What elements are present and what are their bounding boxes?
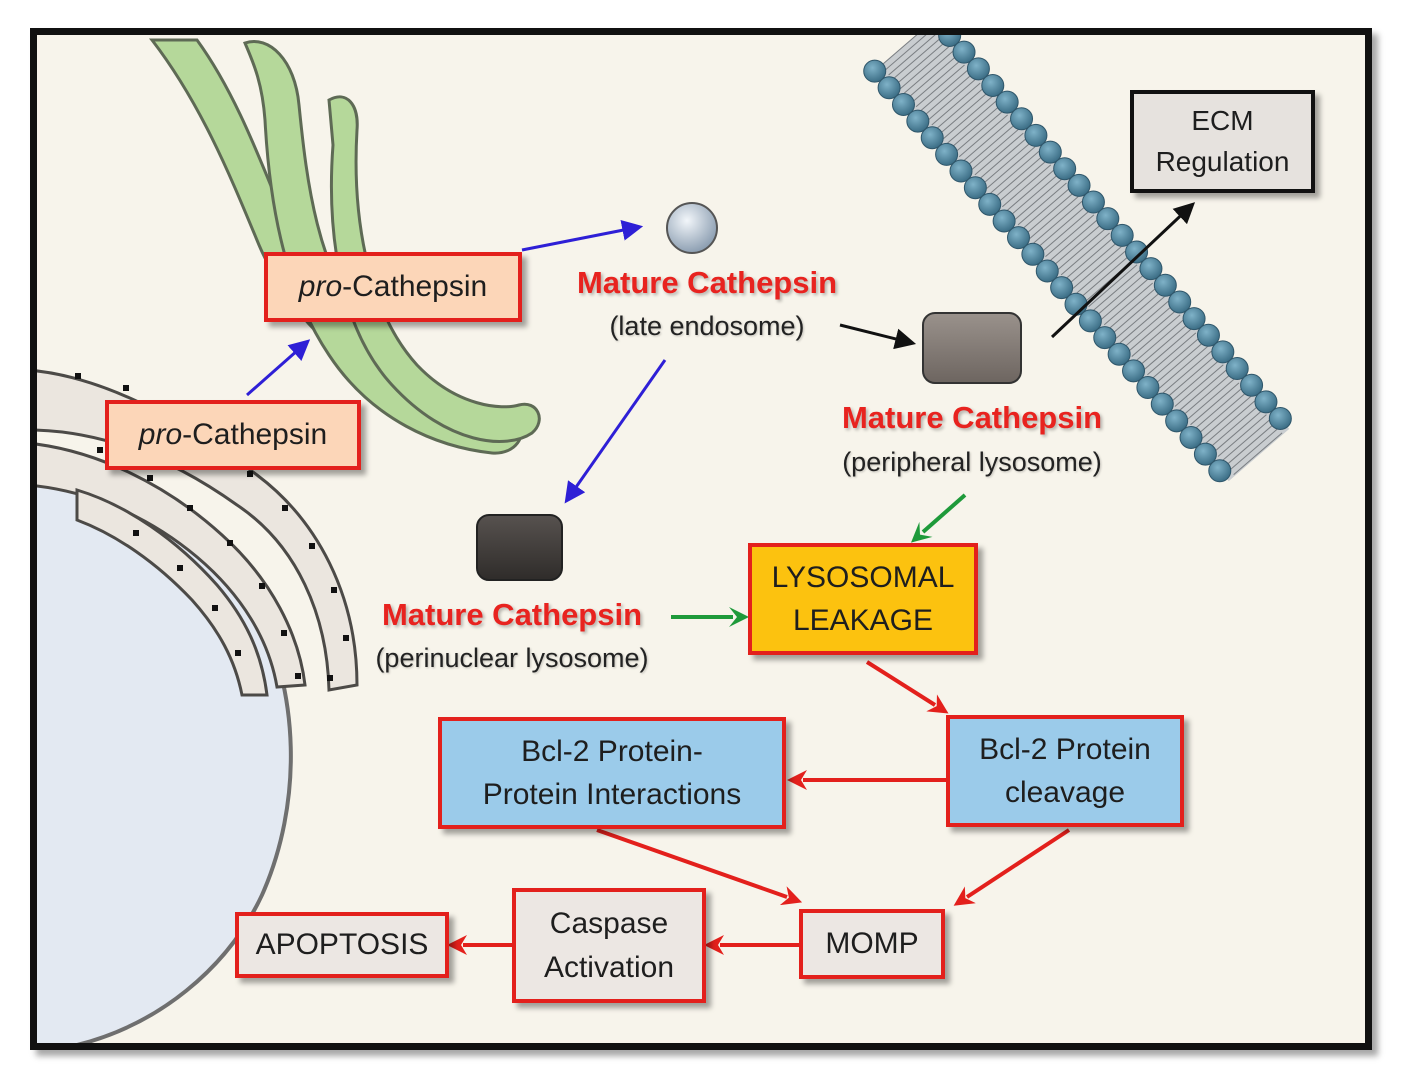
lipid-head — [966, 57, 990, 81]
peripheral-lysosome-label: (peripheral lysosome) — [842, 447, 1102, 477]
lysosomal-leakage-box: LYSOSOMAL LEAKAGE — [748, 543, 978, 655]
bcl2-ppi-line-2: Protein Interactions — [482, 778, 742, 811]
lipid-head — [952, 40, 976, 64]
lipid-head — [1010, 107, 1034, 131]
lipid-head — [1193, 442, 1217, 466]
lipid-head — [981, 73, 1005, 97]
diagram-frame: pro-Cathepsin pro-Cathepsin Mature Cathe… — [30, 28, 1372, 1050]
perinuclear-lysosome-label: (perinuclear lysosome) — [375, 643, 649, 673]
lipid-head — [1081, 190, 1105, 214]
arrow-to-ecm — [1050, 202, 1196, 339]
bcl2-cleavage-line-2: cleavage — [1004, 776, 1126, 809]
lipid-head — [1093, 326, 1117, 350]
lipid-head — [1139, 257, 1163, 281]
arrow-peripheral-to-leakage — [910, 493, 967, 543]
lipid-head — [1165, 409, 1189, 433]
pro-cathepsin-box-er: pro-Cathepsin — [105, 400, 361, 470]
arrow-leakage-to-cleavage — [865, 660, 949, 714]
lipid-head — [1179, 425, 1203, 449]
lipid-head — [992, 209, 1016, 233]
lipid-head — [1268, 407, 1292, 431]
mature-cathepsin-late-endosome-label: Mature Cathepsin — [576, 265, 838, 300]
bcl2-cleavage-line-1: Bcl-2 Protein — [979, 732, 1151, 766]
lipid-head — [1024, 123, 1048, 147]
arrow-pro-to-pro — [246, 339, 311, 397]
mature-cathepsin-peripheral-label: Mature Cathepsin — [841, 400, 1103, 435]
lipid-head — [1110, 223, 1134, 247]
lipid-head — [1122, 359, 1146, 383]
perinuclear-lysosome — [476, 514, 563, 581]
lipid-head — [863, 59, 887, 83]
caspase-line-1: Caspase — [549, 907, 669, 940]
lipid-head — [1078, 309, 1102, 333]
lipid-head — [1038, 140, 1062, 164]
plasma-membrane — [863, 35, 1292, 483]
mature-cathepsin-perinuclear-label: Mature Cathepsin — [381, 597, 643, 632]
pro-cathepsin-box-golgi: pro-Cathepsin — [264, 252, 522, 322]
lipid-head — [1067, 173, 1091, 197]
arrow-endosome-to-peripheral — [839, 323, 917, 350]
lipid-head — [1211, 340, 1235, 364]
lipid-head — [1225, 357, 1249, 381]
ecm-line-2: Regulation — [1155, 145, 1290, 177]
arrow-ppi-to-momp — [596, 828, 803, 906]
leakage-line-1: LYSOSOMAL — [771, 560, 955, 594]
arrow-endosome-to-perinuclear — [564, 359, 667, 504]
momp-box: MOMP — [799, 909, 945, 979]
momp-label: MOMP — [825, 927, 919, 961]
lipid-head — [1208, 459, 1232, 483]
lipid-head — [891, 92, 915, 116]
pro-cathepsin-label: pro-Cathepsin — [139, 413, 327, 457]
lipid-head — [1035, 259, 1059, 283]
apoptosis-label: APOPTOSIS — [255, 928, 429, 962]
caspase-activation-box: Caspase Activation — [512, 888, 706, 1003]
lipid-head — [1168, 290, 1192, 314]
lipid-head — [906, 109, 930, 133]
lipid-head — [1006, 226, 1030, 250]
lipid-head — [1107, 342, 1131, 366]
ecm-regulation-box: ECM Regulation — [1130, 90, 1315, 193]
apoptosis-box: APOPTOSIS — [235, 912, 449, 978]
peripheral-lysosome — [922, 312, 1022, 384]
lipid-head — [1254, 390, 1278, 414]
lipid-head — [1021, 242, 1045, 266]
lipid-head — [1240, 373, 1264, 397]
arrows — [246, 202, 1196, 955]
cathepsin-suffix: -Cathepsin — [182, 418, 328, 452]
lipid-head — [877, 76, 901, 100]
leakage-line-2: LEAKAGE — [792, 604, 934, 637]
lipid-head — [995, 90, 1019, 114]
lipid-head — [1053, 157, 1077, 181]
arrow-cleavage-to-momp — [953, 828, 1071, 906]
cathepsin-suffix: -Cathepsin — [342, 270, 488, 304]
lipid-head — [1150, 392, 1174, 416]
bcl2-cleavage-box: Bcl-2 Protein cleavage — [946, 715, 1184, 827]
pro-prefix: pro — [298, 270, 343, 304]
caspase-line-2: Activation — [543, 950, 675, 984]
bcl2-ppi-line-1: Bcl-2 Protein- — [521, 734, 703, 768]
lipid-head — [1125, 240, 1149, 264]
lipid-head — [1050, 276, 1074, 300]
ecm-line-1: ECM — [1191, 104, 1254, 136]
late-endosome-vesicle — [666, 202, 718, 254]
lipid-head — [963, 176, 987, 200]
lipid-head — [1182, 307, 1206, 331]
lipid-head — [978, 192, 1002, 216]
cell-illustration — [37, 35, 1292, 1043]
lipid-head — [1096, 207, 1120, 231]
pro-prefix: pro — [138, 418, 183, 452]
lipid-head — [920, 126, 944, 150]
late-endosome-label: (late endosome) — [609, 311, 805, 341]
golgi-apparatus — [148, 38, 541, 455]
lipid-head — [938, 35, 962, 48]
bcl2-ppi-box: Bcl-2 Protein- Protein Interactions — [438, 717, 786, 829]
lipid-head — [949, 159, 973, 183]
arrow-pro-to-endosome — [521, 219, 644, 252]
lipid-head — [1153, 273, 1177, 297]
lipid-head — [1136, 376, 1160, 400]
lipid-head — [1196, 323, 1220, 347]
lipid-head — [935, 142, 959, 166]
pro-cathepsin-label: pro-Cathepsin — [299, 265, 487, 309]
